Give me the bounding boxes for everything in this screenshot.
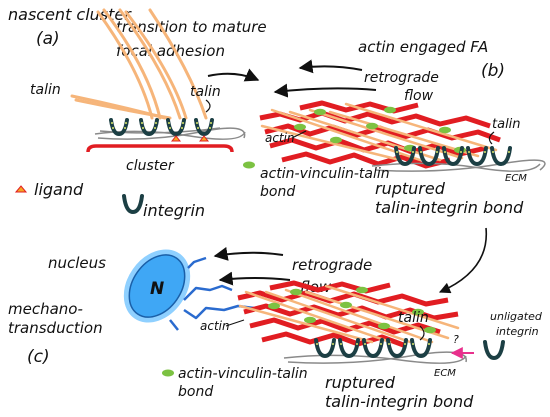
ruptured-label-b-line1: ruptured bbox=[375, 179, 446, 198]
vinculin-legend-icon-c bbox=[162, 369, 174, 377]
panel-c-letter: (c) bbox=[27, 347, 50, 367]
actin-pointer-b bbox=[291, 130, 307, 139]
cluster-label: cluster bbox=[126, 158, 175, 174]
b-to-c-arrow bbox=[438, 227, 488, 294]
panel-a: nascent cluster (a) transition to mature… bbox=[8, 5, 267, 220]
unligated-label-line2: integrin bbox=[496, 325, 539, 338]
ligands-a bbox=[170, 135, 210, 142]
panel-a-letter: (a) bbox=[36, 29, 60, 49]
vinculin-legend-icon-b bbox=[243, 161, 255, 169]
integrin-legend-icon bbox=[122, 194, 144, 215]
ecm-label-c: ECM bbox=[434, 368, 456, 379]
talin-label-b: talin bbox=[492, 117, 521, 132]
actin-label-b: actin bbox=[265, 131, 295, 145]
transition-label-line1: transition to mature bbox=[116, 18, 267, 36]
bond-label-b-line2: bond bbox=[260, 184, 295, 200]
talin-label-left: talin bbox=[30, 82, 61, 98]
nucleus-core bbox=[128, 254, 186, 318]
retrograde-arrows-b bbox=[273, 59, 377, 98]
actin-label-c: actin bbox=[200, 319, 230, 333]
talin-label-right: talin bbox=[190, 84, 221, 100]
vinculin-c bbox=[268, 286, 436, 334]
integrin-dots-b bbox=[396, 151, 510, 153]
ligand-label: ligand bbox=[34, 180, 84, 199]
panel-b-title: actin engaged FA bbox=[358, 38, 488, 56]
unligated-label-line1: unligated bbox=[490, 310, 543, 323]
ecm-label-b: ECM bbox=[505, 173, 527, 184]
talin-label-c: talin bbox=[398, 310, 429, 326]
retrograde-c-line1: retrograde bbox=[292, 256, 372, 274]
ligand-legend-icon bbox=[14, 185, 28, 193]
integrins-a bbox=[109, 118, 214, 137]
transition-label-line2: focal adhesion bbox=[116, 42, 225, 60]
nucleus-label: nucleus bbox=[48, 254, 106, 272]
integrins-c bbox=[314, 338, 432, 359]
mechano-label-line1: mechano- bbox=[8, 300, 83, 318]
talin-pointer-c bbox=[419, 325, 425, 341]
mechano-label-line2: transduction bbox=[8, 319, 103, 337]
retrograde-arrows-c bbox=[213, 246, 291, 286]
bond-label-c-line1: actin-vinculin-talin bbox=[178, 366, 308, 382]
ruptured-label-c-line1: ruptured bbox=[325, 373, 396, 392]
cluster-bracket bbox=[86, 144, 234, 153]
talin-pointer-a bbox=[205, 99, 211, 113]
nucleus-letter: N bbox=[150, 279, 164, 299]
panel-b-letter: (b) bbox=[481, 61, 505, 81]
integrin-dots-a bbox=[111, 122, 212, 129]
integrin-label: integrin bbox=[143, 201, 205, 220]
bond-label-b-line1: actin-vinculin-talin bbox=[260, 166, 390, 182]
panel-a-title: nascent cluster bbox=[8, 5, 132, 24]
panel-b: actin engaged FA (b) retrograde flow bbox=[243, 38, 546, 294]
actin-pointer-c bbox=[225, 319, 245, 327]
integrin-dots-c bbox=[316, 343, 430, 345]
talin-strands-a bbox=[70, 8, 208, 120]
integrins-b bbox=[394, 146, 512, 167]
unligated-integrin-icon bbox=[483, 340, 505, 361]
question-mark: ? bbox=[453, 333, 459, 346]
ruptured-label-c-line2: talin-integrin bond bbox=[325, 392, 474, 411]
transition-arrow bbox=[207, 68, 260, 82]
panel-c: nucleus N mechano- transduction (c) retr… bbox=[8, 246, 543, 411]
retrograde-b-line1: retrograde bbox=[364, 70, 439, 86]
ruptured-label-b-line2: talin-integrin bond bbox=[375, 198, 524, 217]
bond-label-c-line2: bond bbox=[178, 384, 213, 400]
retrograde-b-line2: flow bbox=[404, 88, 434, 104]
talin-pointer-b bbox=[488, 131, 495, 145]
